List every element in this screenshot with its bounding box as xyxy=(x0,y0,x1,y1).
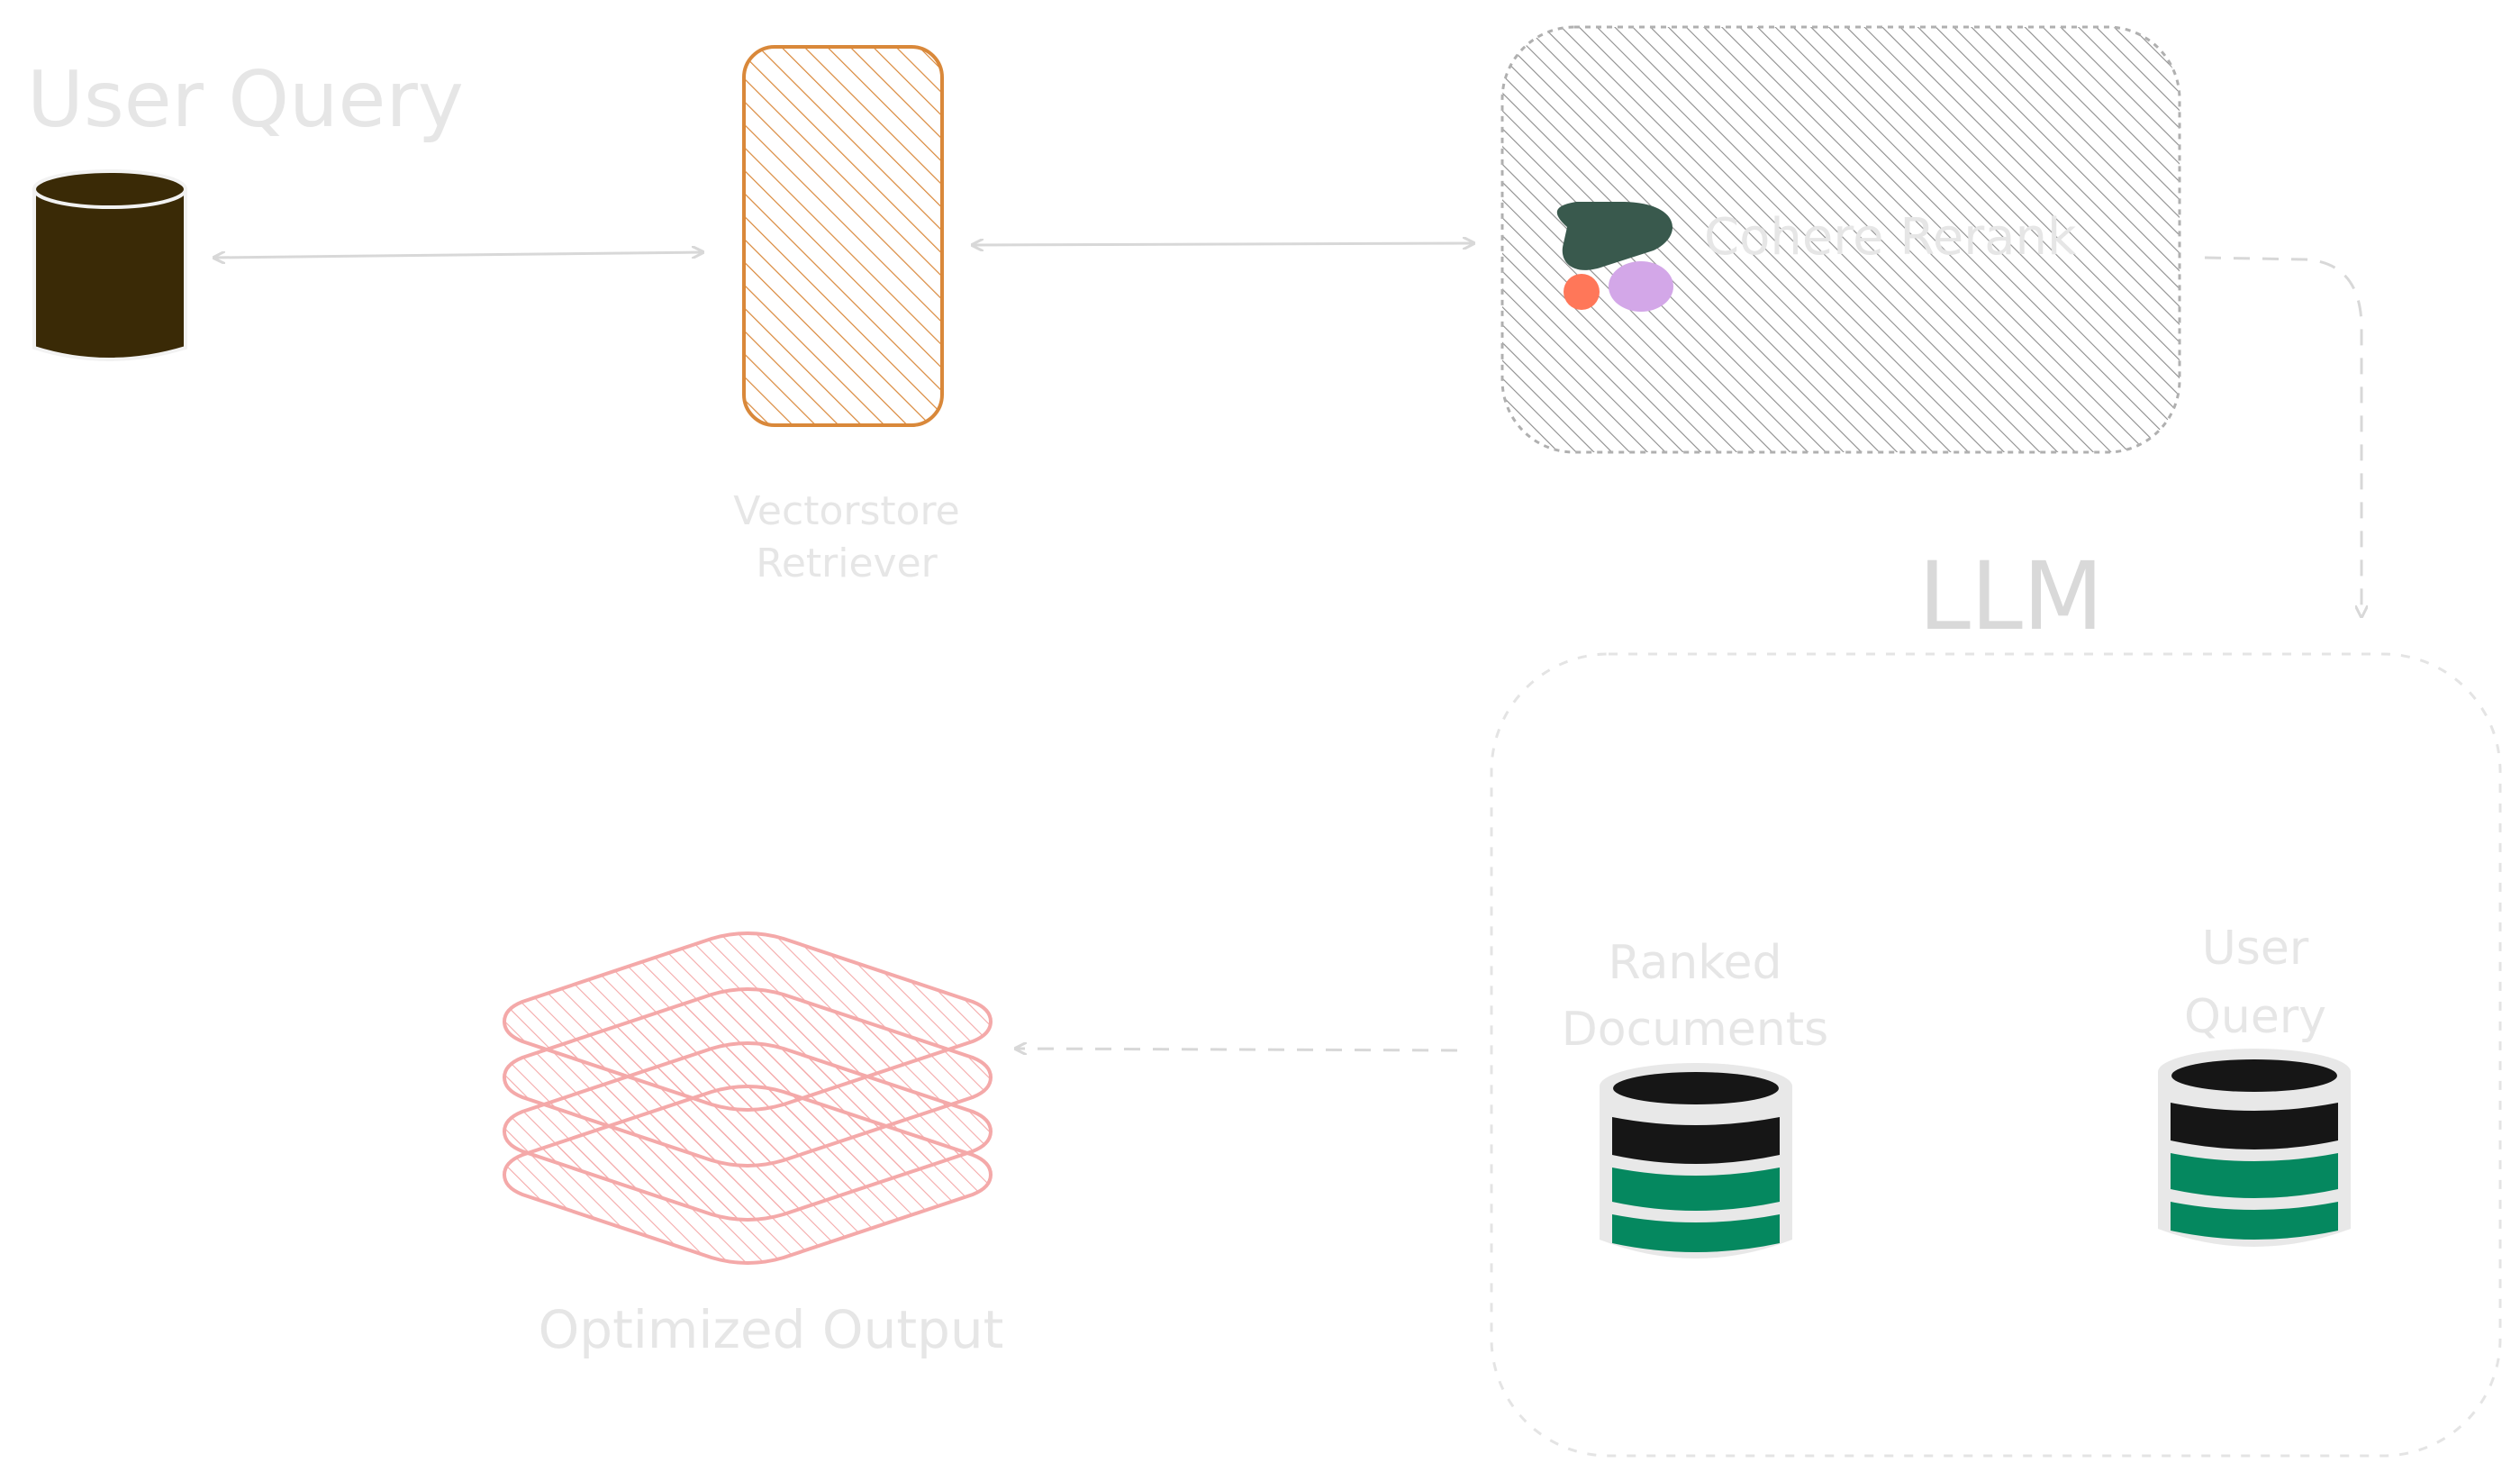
ranked-docs-label-line1: Ranked xyxy=(1608,936,1781,990)
ranked-docs-database-icon xyxy=(1600,1063,1792,1258)
cohere-rerank-label: Cohere Rerank xyxy=(1704,208,2077,267)
arrow-query-retriever xyxy=(214,252,703,258)
cohere-rerank-box xyxy=(1500,25,2181,454)
ranked-docs-label-line2: Documents xyxy=(1562,1003,1829,1057)
user-query-db-label-line2: Query xyxy=(2184,990,2326,1044)
vectorstore-label-line2: Retriever xyxy=(756,541,938,586)
optimized-output-layers-icon xyxy=(502,931,993,1265)
arrow-llm-output xyxy=(1016,1049,1458,1050)
user-query-title: User Query xyxy=(27,55,464,145)
vectorstore-retriever-box xyxy=(742,45,944,427)
vectorstore-label-line1: Vectorstore xyxy=(733,488,960,534)
arrow-cohere-llm xyxy=(2204,256,2361,616)
user-query-db-label-line1: User xyxy=(2202,922,2309,976)
user-query-database-stack-icon xyxy=(2158,1049,2351,1247)
cohere-logo-icon xyxy=(1556,202,1673,312)
user-query-database-icon xyxy=(32,169,187,361)
llm-title: LLM xyxy=(1918,541,2104,651)
arrow-retriever-cohere xyxy=(973,243,1473,245)
optimized-output-label: Optimized Output xyxy=(539,1299,1004,1360)
